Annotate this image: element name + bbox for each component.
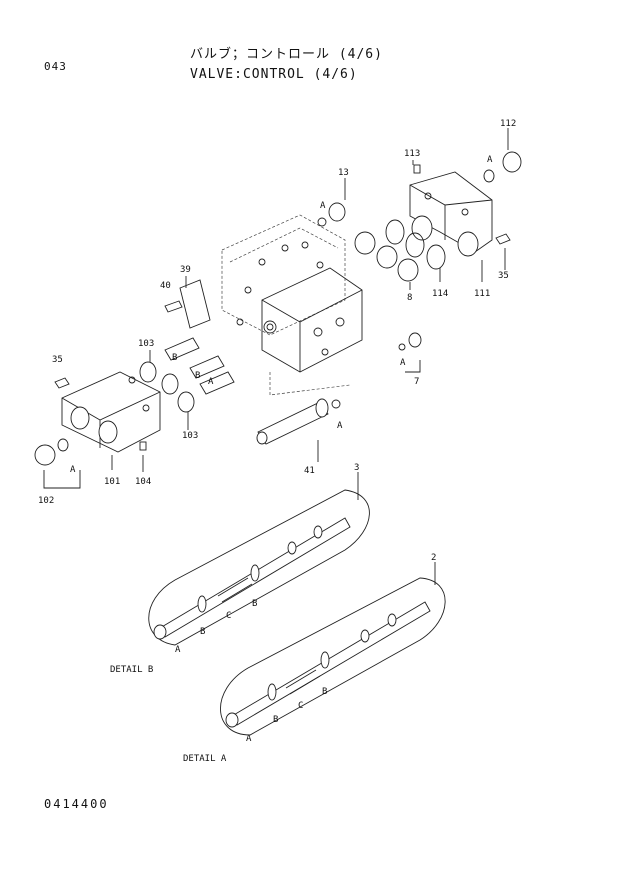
callout-39: 39 [180,265,191,275]
detail-b-label-b1: B [200,627,205,637]
detail-b-label-b2: B [252,599,257,609]
leader-lines [43,128,509,585]
letter-a-13: A [320,201,326,211]
detail-a-label-b2: B [322,687,327,697]
callout-35-left: 35 [52,355,63,365]
callout-101: 101 [104,477,120,487]
callout-7: 7 [414,377,419,387]
letter-a-7: A [400,358,406,368]
letter-a-102: A [70,465,76,475]
seal-rings-right [317,151,522,351]
callout-113: 113 [404,149,420,159]
detail-b-caption: DETAIL B [110,665,153,675]
letter-b-top: B [172,353,177,363]
callout-114: 114 [432,289,448,299]
callout-102: 102 [38,496,54,506]
seal-rings-left [139,279,235,413]
title-japanese: バルブ；コントロール (4/6) [190,47,383,62]
spool-assembly [256,398,341,445]
detail-b-label-a: A [175,645,181,655]
detail-a-label-a: A [246,734,252,744]
detail-b-label-c: C [226,611,231,621]
detail-a-caption: DETAIL A [183,754,227,764]
spool-detail-b [148,489,370,646]
valve-body [221,214,363,396]
callout-112: 112 [500,119,516,129]
detail-a-label-c: C [298,701,303,711]
document-number: 0414400 [44,797,109,811]
callout-2: 2 [431,553,436,563]
callout-41: 41 [304,466,315,476]
letter-b-mid: B [195,371,200,381]
callout-40: 40 [160,281,171,291]
end-cover-right [409,164,511,257]
callout-13: 13 [338,168,349,178]
letter-a-spool: A [208,377,214,387]
callout-111: 111 [474,289,490,299]
detail-a-label-b1: B [273,715,278,725]
letter-a-112: A [487,155,493,165]
callout-104: 104 [135,477,151,487]
callout-103-top: 103 [138,339,154,349]
end-cover-left [34,371,161,466]
callout-3: 3 [354,463,359,473]
letter-a-41: A [337,421,343,431]
callout-35-right: 35 [498,271,509,281]
page-number: 043 [44,60,67,73]
title-english: VALVE:CONTROL (4/6) [190,67,358,82]
callout-103-bottom: 103 [182,431,198,441]
callout-8: 8 [407,293,412,303]
spool-detail-a [220,577,446,736]
